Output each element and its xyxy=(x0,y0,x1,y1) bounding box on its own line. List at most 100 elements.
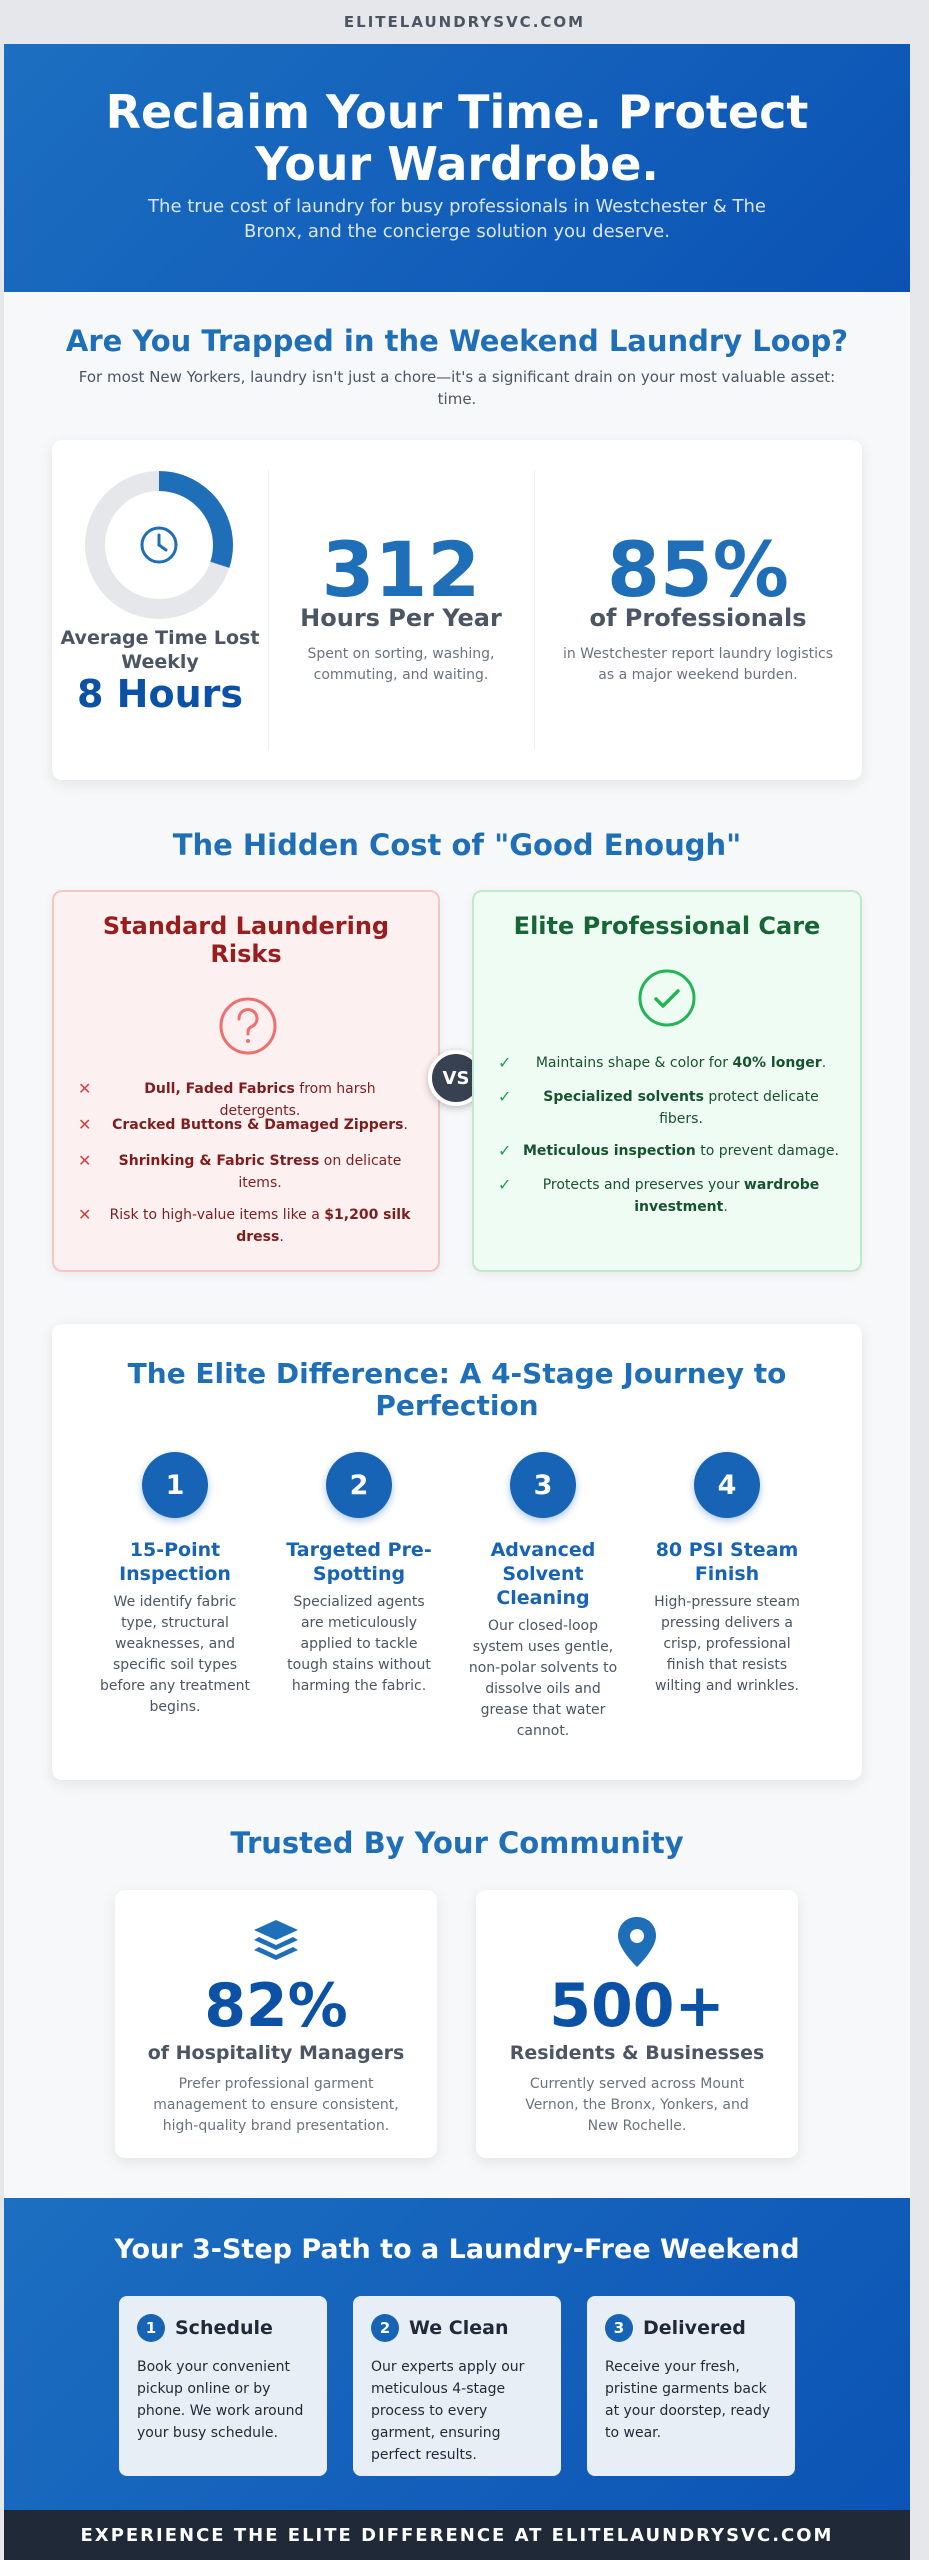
risk-item-text: Cracked Buttons & Damaged Zippers. xyxy=(112,1117,408,1133)
check-mark-icon: ✓ xyxy=(498,1053,512,1072)
stage-title: Targeted Pre-Spotting xyxy=(286,1539,432,1585)
step-desc: Book your convenient pickup online or by… xyxy=(137,2359,304,2441)
residents-card: 500+ Residents & Businesses Currently se… xyxy=(476,1890,798,2158)
path-section: Your 3-Step Path to a Laundry-Free Weeke… xyxy=(4,2198,910,2560)
hidden-cost-title: The Hidden Cost of "Good Enough" xyxy=(172,828,742,862)
hours-label: Hours Per Year xyxy=(300,604,502,632)
step-desc: Receive your fresh, pristine garments ba… xyxy=(605,2359,771,2441)
stage-desc: Specialized agents are meticulously appl… xyxy=(287,1594,431,1694)
step-title: Delivered xyxy=(643,2317,746,2339)
journey-card: The Elite Difference: A 4-Stage Journey … xyxy=(52,1324,862,1780)
avg-time-label: Average Time Lost Weekly xyxy=(60,627,260,673)
risk-item: ✕ Shrinking & Fabric Stress on delicate i… xyxy=(74,1150,418,1194)
stage-number: 4 xyxy=(694,1452,760,1518)
ring-progress xyxy=(85,471,233,619)
risk-item-text: Dull, Faded Fabrics from harsh detergent… xyxy=(144,1081,376,1119)
hours-desc: Spent on sorting, washing, commuting, an… xyxy=(307,646,495,683)
x-mark-icon: ✕ xyxy=(78,1205,92,1224)
stat-divider xyxy=(268,470,269,750)
hero-banner: Reclaim Your Time. Protect Your Wardrobe… xyxy=(4,44,910,292)
risk-item-text: Risk to high-value items like a $1,200 s… xyxy=(109,1207,411,1245)
site-domain[interactable]: ELITELAUNDRYSVC.COM xyxy=(343,13,586,31)
hours-per-year-stat: 312 Hours Per Year Spent on sorting, was… xyxy=(268,440,534,780)
map-pin-icon xyxy=(618,1917,656,1967)
risk-panel-title: Standard Laundering Risks xyxy=(102,912,390,968)
stage-desc: High-pressure steam pressing delivers a … xyxy=(654,1594,800,1694)
elite-item-text: Maintains shape & color for 40% longer. xyxy=(535,1055,827,1071)
professionals-value: 85% xyxy=(607,525,789,614)
stage-title: Advanced Solvent Cleaning xyxy=(490,1539,596,1609)
stage-desc: We identify fabric type, structural weak… xyxy=(100,1594,250,1715)
elite-panel: Elite Professional Care ✓Maintains shape… xyxy=(472,890,862,1272)
step-header: 3 Delivered xyxy=(605,2314,777,2342)
loop-section-title: Are You Trapped in the Weekend Laundry L… xyxy=(65,324,849,358)
risk-item: ✕ Cracked Buttons & Damaged Zippers. xyxy=(74,1114,418,1136)
residents-desc: Currently served across Mount Vernon, th… xyxy=(525,2076,749,2134)
residents-label: Residents & Businesses xyxy=(509,2042,765,2064)
residents-value: 500+ xyxy=(549,1971,725,2041)
infographic: Reclaim Your Time. Protect Your Wardrobe… xyxy=(4,44,910,2560)
risk-panel: Standard Laundering Risks ✕ Dull, Faded F… xyxy=(52,890,440,1272)
professionals-desc: in Westchester report laundry logistics … xyxy=(562,646,834,683)
step-header: 1 Schedule xyxy=(137,2314,309,2342)
elite-item-text: Protects and preserves your wardrobe inv… xyxy=(542,1177,820,1215)
step-schedule: 1 Schedule Book your convenient pickup o… xyxy=(119,2296,327,2476)
x-mark-icon: ✕ xyxy=(78,1079,92,1098)
stage-4: 4 80 PSI Steam Finish High-pressure stea… xyxy=(642,1452,812,1697)
risk-item: ✕ Risk to high-value items like a $1,200 … xyxy=(74,1204,418,1248)
check-mark-icon: ✓ xyxy=(498,1141,512,1160)
hospitality-value: 82% xyxy=(204,1971,348,2041)
step-number: 2 xyxy=(371,2314,399,2342)
step-header: 2 We Clean xyxy=(371,2314,543,2342)
time-stats-card: Average Time Lost Weekly 8 Hours 312 Hou… xyxy=(52,440,862,780)
step-desc: Our experts apply our meticulous 4-stage… xyxy=(371,2359,525,2463)
step-title: Schedule xyxy=(175,2317,273,2339)
hero-title: Reclaim Your Time. Protect Your Wardrobe… xyxy=(105,85,809,191)
stage-2: 2 Targeted Pre-Spotting Specialized agen… xyxy=(274,1452,444,1697)
avg-time-value: 8 Hours xyxy=(77,672,243,716)
elite-item: ✓ Protects and preserves your wardrobe in… xyxy=(494,1174,840,1218)
path-title: Your 3-Step Path to a Laundry-Free Weeke… xyxy=(114,2234,800,2265)
stage-3: 3 Advanced Solvent Cleaning Our closed-l… xyxy=(458,1452,628,1742)
stage-number: 3 xyxy=(510,1452,576,1518)
x-mark-icon: ✕ xyxy=(78,1115,92,1134)
stage-title: 15-Point Inspection xyxy=(119,1539,231,1585)
stage-1: 1 15-Point Inspection We identify fabric… xyxy=(90,1452,260,1718)
professionals-stat: 85% of Professionals in Westchester repo… xyxy=(534,440,862,780)
question-icon xyxy=(219,997,277,1055)
risk-item: ✕ Dull, Faded Fabrics from harsh detergen… xyxy=(74,1078,418,1122)
layers-icon xyxy=(254,1920,298,1960)
step-title: We Clean xyxy=(409,2317,509,2339)
hospitality-desc: Prefer professional garment management t… xyxy=(153,2076,399,2134)
elite-item-text: Specialized solvents protect delicate fi… xyxy=(543,1089,819,1127)
hospitality-label: of Hospitality Managers xyxy=(147,2042,405,2064)
community-title: Trusted By Your Community xyxy=(230,1826,684,1860)
check-circle-icon xyxy=(638,969,696,1027)
step-we-clean: 2 We Clean Our experts apply our meticul… xyxy=(353,2296,561,2476)
stage-number: 2 xyxy=(326,1452,392,1518)
stage-desc: Our closed-loop system uses gentle, non-… xyxy=(468,1618,618,1739)
step-number: 1 xyxy=(137,2314,165,2342)
elite-item: ✓Specialized solvents protect delicate f… xyxy=(494,1086,840,1130)
loop-section-subtitle: For most New Yorkers, laundry isn't just… xyxy=(78,368,836,408)
risk-item-text: Shrinking & Fabric Stress on delicate it… xyxy=(118,1153,402,1191)
stage-number: 1 xyxy=(142,1452,208,1518)
hours-value: 312 xyxy=(321,525,481,614)
elite-item-text: Meticulous inspection to prevent damage. xyxy=(522,1143,839,1159)
step-number: 3 xyxy=(605,2314,633,2342)
check-mark-icon: ✓ xyxy=(498,1175,512,1194)
hospitality-card: 82% of Hospitality Managers Prefer profe… xyxy=(115,1890,437,2158)
stat-divider xyxy=(534,470,535,750)
top-domain-bar: ELITELAUNDRYSVC.COM xyxy=(0,0,929,44)
time-ring-chart xyxy=(85,471,233,619)
journey-title: The Elite Difference: A 4-Stage Journey … xyxy=(127,1357,787,1422)
x-mark-icon: ✕ xyxy=(78,1151,92,1170)
professionals-label: of Professionals xyxy=(589,604,807,632)
stage-title: 80 PSI Steam Finish xyxy=(655,1539,799,1585)
elite-item: ✓ Meticulous inspection to prevent damage… xyxy=(494,1140,840,1162)
avg-time-stat: Average Time Lost Weekly 8 Hours xyxy=(52,440,268,780)
hero-subtitle: The true cost of laundry for busy profes… xyxy=(148,196,766,242)
clock-icon xyxy=(140,526,178,564)
footer-banner[interactable]: EXPERIENCE THE ELITE DIFFERENCE AT ELITE… xyxy=(4,2510,910,2560)
